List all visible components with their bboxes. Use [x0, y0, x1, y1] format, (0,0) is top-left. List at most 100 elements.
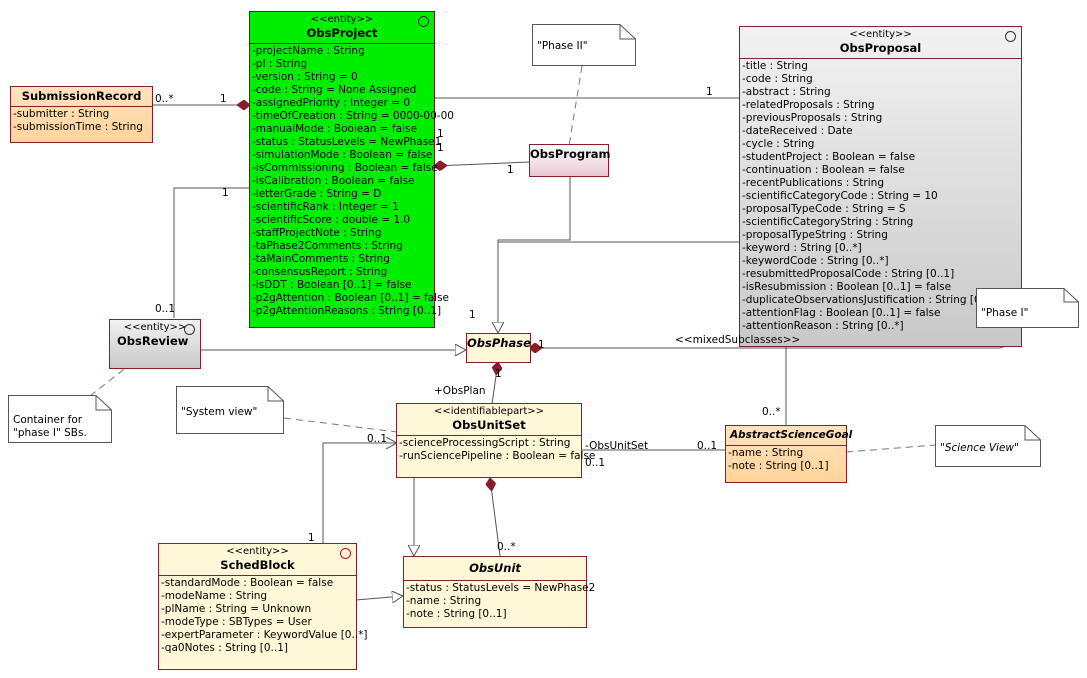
- attribute: -note : String [0..1]: [406, 608, 507, 620]
- multiplicity-label: 1: [469, 309, 476, 321]
- attribute: -staffProjectNote : String: [252, 227, 382, 239]
- assoc-ous-unit: [490, 478, 501, 557]
- obs-unit-set-class[interactable]: <<identifiablepart>> ObsUnitSet -science…: [396, 403, 596, 478]
- attribute: -status : StatusLevels = NewPhase2: [406, 582, 596, 594]
- class-name: SubmissionRecord: [21, 89, 142, 103]
- attribute: -dateReceived : Date: [742, 125, 853, 137]
- attribute: -isCommissioning : Boolean = false: [252, 162, 438, 174]
- attribute-list: -standardMode : Boolean = false -modeNam…: [159, 576, 368, 656]
- attribute: -qa0Notes : String [0..1]: [161, 642, 289, 654]
- obs-unit-class[interactable]: ObsUnit -status : StatusLevels = NewPhas…: [403, 556, 596, 628]
- multiplicity-label: 1: [507, 164, 514, 176]
- anchor-container: [89, 365, 129, 397]
- note-science-view[interactable]: "Science View": [935, 425, 1041, 467]
- attribute: -letterGrade : String = D: [252, 188, 382, 200]
- multiplicity-label: 0..1: [585, 457, 606, 469]
- assoc-review-project: [173, 187, 250, 318]
- attribute: -assignedPriority : Integer = 0: [252, 97, 411, 109]
- class-name: AbstractScienceGoal: [730, 429, 853, 441]
- note-text: "Science View": [940, 442, 1019, 454]
- multiplicity-label: 1: [538, 339, 545, 351]
- obs-program-class[interactable]: ObsProgram: [529, 144, 611, 177]
- attribute: -code : String: [742, 73, 813, 85]
- attribute: -expertParameter : KeywordValue [0..*]: [161, 629, 368, 641]
- role-label: -ObsUnitSet: [585, 440, 649, 452]
- attribute: -p2gAttention : Boolean [0..1] = false: [252, 292, 450, 304]
- attribute: -taMainComments : String: [252, 253, 390, 265]
- attribute: -name : String: [728, 447, 804, 459]
- note-container[interactable]: Container for "phase I" SBs.: [8, 395, 112, 443]
- attribute: -code : String = None Assigned: [252, 84, 417, 96]
- stereotype: <<entity>>: [226, 546, 289, 557]
- class-name: ObsProgram: [530, 147, 611, 161]
- note-text: Container for "phase I" SBs.: [13, 414, 87, 439]
- obs-project-class[interactable]: <<entity>> ObsProject -projectName : Str…: [249, 11, 454, 328]
- multiplicity-label: 0..*: [497, 541, 516, 553]
- attribute: -scientificCategoryString : String: [742, 216, 914, 228]
- attribute: -version : String = 0: [252, 71, 358, 83]
- class-name: ObsPhase: [467, 336, 531, 350]
- attribute: -keywordCode : String [0..*]: [742, 255, 889, 267]
- assoc-sched-ous: [322, 443, 397, 543]
- attribute: -keyword : String [0..*]: [742, 242, 862, 254]
- multiplicity-label: 0..*: [762, 406, 781, 418]
- attribute: -scientificRank : Integer = 1: [252, 201, 399, 213]
- class-name: ObsUnit: [469, 561, 521, 575]
- multiplicity-label: 1: [437, 142, 444, 154]
- attribute: -consensusReport : String: [252, 266, 388, 278]
- multiplicity-label: 0..1: [367, 433, 388, 445]
- attribute: -resubmittedProposalCode : String [0..1]: [742, 268, 955, 280]
- attribute: -isResubmission : Boolean [0..1] = false: [742, 281, 952, 293]
- attribute: -studentProject : Boolean = false: [742, 151, 916, 163]
- note-phase-i[interactable]: "Phase I": [976, 288, 1079, 328]
- obs-review-class[interactable]: <<entity>> ObsReview: [109, 319, 201, 369]
- gen-sched-unit: [355, 596, 403, 600]
- class-name: ObsReview: [117, 334, 189, 348]
- attribute-list: -status : StatusLevels = NewPhase2 -name…: [404, 581, 596, 622]
- attribute-list: -title : String -code : String -abstract…: [740, 59, 1021, 334]
- abstract-science-goal-class[interactable]: AbstractScienceGoal -name : String -note…: [725, 425, 853, 483]
- note-phase-ii[interactable]: "Phase II": [532, 24, 636, 66]
- assoc-program-project: [434, 162, 531, 166]
- attribute: -cycle : String: [742, 138, 815, 150]
- attribute: -runSciencePipeline : Boolean = false: [399, 450, 596, 462]
- attribute: -continuation : Boolean = false: [742, 164, 905, 176]
- multiplicity-label: 1: [437, 128, 444, 140]
- note-system-view[interactable]: "System view": [176, 386, 284, 434]
- attribute: -submitter : String: [13, 108, 110, 120]
- multiplicity-label: 0..1: [155, 303, 176, 315]
- gen-program-phase: [498, 177, 571, 333]
- attribute-list: -projectName : String -pI : String -vers…: [250, 44, 454, 319]
- attribute: -duplicateObservationsJustification : St…: [742, 294, 999, 306]
- note-text: "System view": [181, 406, 258, 418]
- attribute: -simulationMode : Boolean = false: [252, 149, 433, 161]
- stereotype: <<entity>>: [310, 14, 374, 25]
- class-name: ObsUnitSet: [452, 418, 526, 432]
- multiplicity-label: 1: [222, 187, 229, 199]
- sched-block-class[interactable]: <<entity>> SchedBlock -standardMode : Bo…: [158, 543, 368, 670]
- attribute: -note : String [0..1]: [728, 460, 829, 472]
- assoc-phase-plan: [491, 362, 498, 405]
- submission-record-class[interactable]: SubmissionRecord -submitter : String -su…: [10, 86, 153, 143]
- stereotype: <<entity>>: [849, 29, 912, 40]
- multiplicity-label: 1: [308, 532, 315, 544]
- obs-proposal-class[interactable]: <<entity>> ObsProposal -title : String -…: [739, 26, 1022, 347]
- attribute: -scientificScore : double = 1.0: [252, 214, 411, 226]
- multiplicity-label: 1: [495, 368, 502, 380]
- attribute: -recentPublications : String: [742, 177, 884, 189]
- role-label: +ObsPlan: [434, 385, 486, 397]
- stereotype-label: <<mixedSubclasses>>: [675, 334, 801, 346]
- attribute: -scienceProcessingScript : String: [399, 437, 571, 449]
- attribute: -scientificCategoryCode : String = 10: [742, 190, 938, 202]
- attribute: -plName : String = Unknown: [161, 603, 312, 615]
- attribute: -isCalibration : Boolean = false: [252, 175, 415, 187]
- attribute: -manualMode : Boolean = false: [252, 123, 417, 135]
- attribute: -modeType : SBTypes = User: [161, 616, 312, 628]
- multiplicity-label: 1: [220, 93, 227, 105]
- anchor-system-view: [283, 417, 398, 433]
- attribute: -isDDT : Boolean [0..1] = false: [252, 279, 412, 291]
- multiplicity-label: 0..*: [155, 93, 174, 105]
- obs-phase-class[interactable]: ObsPhase: [466, 333, 531, 363]
- attribute: -projectName : String: [252, 45, 365, 57]
